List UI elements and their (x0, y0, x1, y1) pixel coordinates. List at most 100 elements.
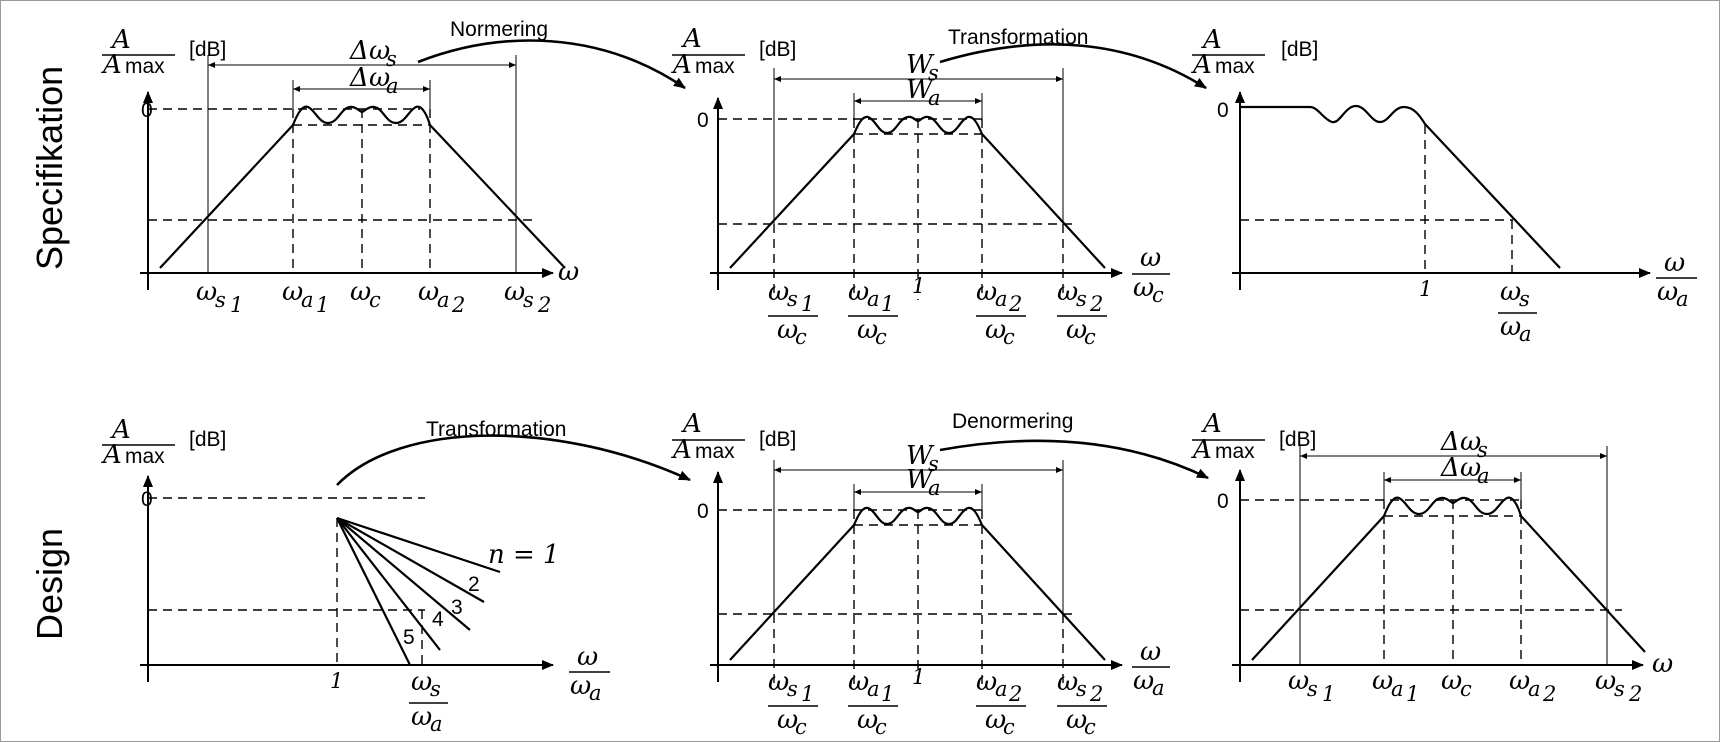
x-tick-omega: ω (1509, 666, 1530, 696)
tick-den-sub: c (1003, 715, 1015, 739)
tick-sub: a (995, 677, 1008, 701)
x-tick-one: 1 (912, 274, 925, 298)
x-tick-sub: s (215, 288, 226, 312)
tick-den-sub: c (1084, 325, 1096, 349)
x-tick-sub: s (1614, 677, 1625, 701)
arc-normering (417, 39, 686, 90)
order-1-slope (336, 516, 501, 574)
x-axis-label-num: ω (1664, 248, 1685, 278)
tick-den: ω (777, 705, 798, 735)
x-tick-sub: a (1528, 677, 1541, 701)
delta-label: Δ (349, 63, 369, 93)
y-zero-label: 0 (141, 488, 153, 511)
x-tick-subsub: 1 (1322, 682, 1335, 706)
x-axis-label-den-sub: a (589, 681, 602, 705)
panel-design-lowpass: 0 A A max [dB] n = 1 2 3 4 5 1 ω s ω a ω… (101, 415, 610, 736)
omega-label: ω (1460, 427, 1481, 457)
tick-num: ω (768, 667, 789, 697)
passband-response (729, 506, 1106, 661)
arc-transformation-bottom (336, 434, 691, 486)
tick-subsub: 1 (801, 682, 814, 706)
tick-sub: a (995, 287, 1008, 311)
tick-subsub: 2 (1008, 292, 1022, 316)
tick-subsub: 1 (801, 292, 814, 316)
tick-sub: s (787, 677, 798, 701)
delta-label: Δ (349, 36, 369, 66)
y-label-den-sub: max (125, 55, 165, 78)
order-label-2: 2 (468, 573, 480, 596)
x-axis-label-den: ω (570, 671, 591, 701)
x-tick-sub: c (369, 288, 381, 312)
panel-design-bandpass-denormalized: 0 A A max [dB] Δ ω s Δ ω a ω s 1 ω a 1 ω… (1191, 409, 1673, 706)
y-label-den: A (101, 50, 122, 80)
sub-label: s (1477, 438, 1488, 462)
arc-label-normering: Normering (450, 18, 548, 41)
x-tick-omega: ω (350, 277, 371, 307)
order-label-4: 4 (432, 608, 444, 631)
x-tick-omega: ω (282, 277, 303, 307)
x-tick-subsub: 1 (316, 293, 329, 317)
y-label-num: A (681, 24, 702, 54)
sub-label: s (928, 452, 939, 476)
x-tick-sub: c (1460, 677, 1472, 701)
passband-response (729, 115, 1106, 269)
arc-label-denormering: Denormering (952, 410, 1073, 433)
tick-subsub: 2 (1089, 682, 1103, 706)
y-label-num: A (1201, 409, 1222, 439)
y-zero-label: 0 (697, 500, 709, 523)
tick-sub: s (1519, 287, 1530, 311)
tick-sub: s (430, 677, 441, 701)
x-axis-label: ω (558, 257, 579, 287)
tick-den-sub: c (875, 715, 887, 739)
y-label-unit: [dB] (1279, 428, 1316, 451)
tick-den-sub: c (1084, 715, 1096, 739)
row-label-design: Design (29, 528, 70, 640)
x-tick-subsub: 2 (451, 293, 465, 317)
y-zero-label: 0 (697, 109, 709, 132)
x-tick-subsub: 1 (230, 293, 243, 317)
x-axis-label-num: ω (1140, 637, 1161, 667)
tick-den-sub: c (1003, 325, 1015, 349)
tick-den: ω (411, 702, 432, 732)
arc-denormering (939, 439, 1209, 480)
x-tick-omega: ω (504, 277, 525, 307)
x-tick-subsub: 1 (1406, 682, 1419, 706)
y-zero-label: 0 (1217, 99, 1229, 122)
w-label: W (906, 465, 935, 495)
x-axis-label-den: ω (1133, 273, 1154, 303)
x-tick-one: 1 (912, 665, 925, 689)
y-label-num: A (681, 409, 702, 439)
sub-label: s (928, 61, 939, 85)
y-label-den: A (101, 440, 122, 470)
tick-sub: s (1076, 677, 1087, 701)
sub-label: a (386, 74, 399, 98)
y-label-unit: [dB] (1281, 38, 1318, 61)
y-label-den-sub: max (125, 445, 165, 468)
tick-den: ω (1500, 312, 1521, 342)
tick-subsub: 1 (881, 682, 894, 706)
order-label-n1: n = 1 (488, 540, 560, 570)
process-arcs: Normering Transformation Transformation … (336, 18, 1209, 486)
x-axis-label-den-sub: a (1152, 676, 1165, 700)
w-label: W (906, 75, 935, 105)
x-axis-label-den-sub: c (1152, 283, 1164, 307)
tick-num: ω (848, 667, 869, 697)
passband-response (1251, 496, 1646, 661)
arc-label-transformation-bottom: Transformation (426, 418, 566, 441)
y-label-den: A (671, 435, 692, 465)
panel-spec-normalized: 0 A A max [dB] W s W a 1 ω s 1 ω c ω a 1… (671, 24, 1170, 349)
tick-den: ω (985, 315, 1006, 345)
x-axis-label-den: ω (1657, 277, 1678, 307)
tick-den-sub: c (795, 715, 807, 739)
y-zero-label: 0 (1217, 490, 1229, 513)
tick-den-sub: c (795, 325, 807, 349)
x-axis-label-den-sub: a (1676, 287, 1689, 311)
x-axis-label-num: ω (577, 642, 598, 672)
tick-sub: a (867, 677, 880, 701)
tick-num: ω (976, 277, 997, 307)
tick-subsub: 2 (1008, 682, 1022, 706)
y-label-unit: [dB] (189, 428, 226, 451)
tick-den-sub: a (430, 712, 443, 736)
x-tick-omega: ω (1595, 666, 1616, 696)
